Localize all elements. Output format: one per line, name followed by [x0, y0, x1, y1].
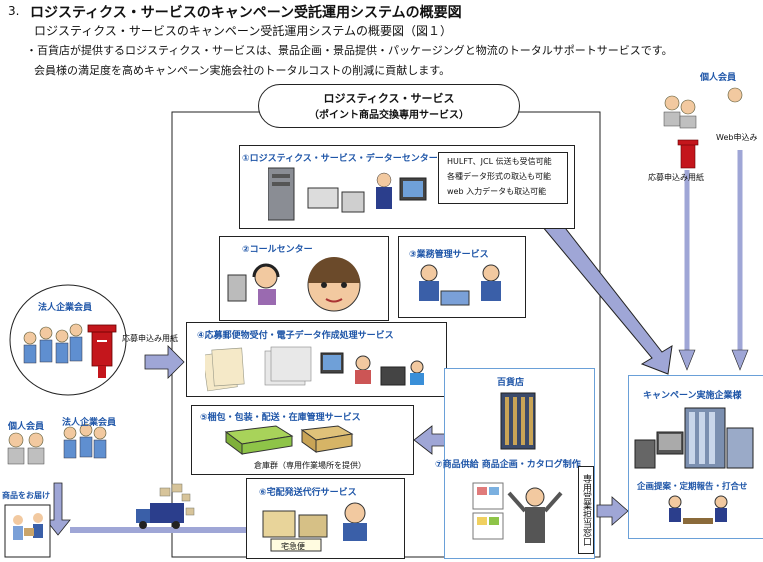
web-application-label: Web申込み	[716, 133, 758, 142]
product-supply-label: ⑦商品供給 商品企画・カタログ制作	[435, 460, 581, 470]
note-line-1: HULFT、JCL 伝送も受信可能	[447, 157, 552, 166]
meeting-illustration	[668, 495, 728, 524]
note-line-3: web 入力データも取込可能	[447, 187, 547, 196]
form-processing-box: ④応募郵便物受付・電子データ作成処理サービス	[186, 322, 447, 397]
mail-processing-illustration	[205, 346, 424, 392]
dept-store-box: 百貨店 ⑦商品供給 商品企画・カタログ制作	[435, 368, 595, 559]
page-title: ロジスティクス・サービスのキャンペーン受託運用システムの概要図	[30, 5, 462, 21]
description-line-2: 会員様の満足度を高めキャンペーン実施会社のトータルコストの削減に貢献します。	[34, 64, 451, 77]
warehouse-label: 倉庫群（専用作業場所を提供）	[254, 461, 366, 470]
dept-store-building-icon	[500, 392, 536, 450]
left-form-label: 応募申込み用紙	[122, 334, 178, 343]
office-workers-illustration	[419, 264, 501, 306]
delivery-staff-illustration	[262, 502, 367, 552]
server-equipment-illustration	[268, 167, 427, 221]
delivery-company-mark: 宅急便	[281, 542, 305, 551]
sales-window-label: 専用営業担当窓口	[578, 466, 594, 554]
call-center-operator-illustration	[227, 257, 361, 312]
campaign-company-label: キャンペーン実施企業様	[643, 391, 742, 401]
note-line-2: 各種データ形式の取込も可能	[447, 172, 551, 181]
proposal-label: 企画提案・定期報告・打合せ	[637, 482, 748, 492]
catalog-planning-illustration	[472, 482, 563, 543]
form-processing-label: ④応募郵便物受付・電子データ作成処理サービス	[197, 331, 394, 341]
call-center-box: ②コールセンター	[219, 236, 389, 321]
business-mgmt-box: ③業務管理サービス	[398, 236, 526, 318]
campaign-company-building-icon	[634, 407, 754, 469]
individual-member-label-left: 個人会員	[8, 422, 45, 432]
data-center-label: ①ロジスティクス・サービス・データーセンター	[242, 154, 438, 164]
right-form-label: 応募申込み用紙	[648, 173, 704, 182]
business-mgmt-label: ③業務管理サービス	[409, 250, 489, 260]
call-center-label: ②コールセンター	[242, 245, 313, 255]
section-number: 3.	[8, 4, 20, 18]
service-subtitle: （ポイント商品交換専用サービス）	[309, 110, 469, 121]
page-subtitle: ロジスティクス・サービスのキャンペーン受託運用システムの概要図（図１）	[34, 24, 452, 38]
dept-store-label: 百貨店	[497, 378, 525, 388]
service-title: ロジスティクス・サービス	[323, 92, 455, 105]
corporate-member-label-left: 法人企業会員	[62, 418, 117, 428]
packages-illustration	[224, 425, 354, 455]
packing-box: ⑤梱包・包装・配送・在庫管理サービス 倉庫群（専用作業場所を提供）	[191, 405, 414, 475]
data-center-notes: HULFT、JCL 伝送も受信可能 各種データ形式の取込も可能 web 入力デー…	[438, 152, 568, 204]
delivery-label: ⑥宅配発送代行サービス	[259, 488, 357, 498]
delivery-to-members-label: 商品をお届け	[2, 491, 50, 500]
campaign-company-box: キャンペーン実施企業様 企画提案・定期報告・打合せ	[628, 375, 763, 539]
logistics-service-header: ロジスティクス・サービス （ポイント商品交換専用サービス）	[258, 84, 520, 128]
corporate-member-label: 法人企業会員	[38, 303, 93, 313]
delivery-box: ⑥宅配発送代行サービス 宅急便	[246, 478, 405, 559]
data-center-box: ①ロジスティクス・サービス・データーセンター HULFT、JCL 伝送も受信可能…	[239, 145, 575, 229]
packing-label: ⑤梱包・包装・配送・在庫管理サービス	[200, 413, 361, 423]
description-line-1: ・百貨店が提供するロジスティクス・サービスは、景品企画・景品提供・パッケージング…	[26, 44, 673, 57]
individual-member-label-right: 個人会員	[700, 73, 737, 83]
arrow-to-campaign	[531, 205, 673, 375]
